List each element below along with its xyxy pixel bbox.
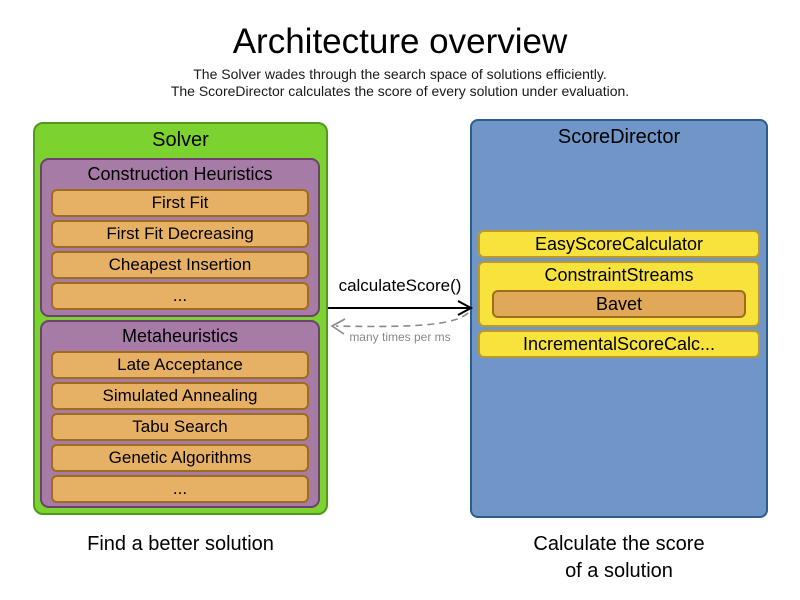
solver-box: Solver Construction Heuristics First Fit… <box>33 122 328 515</box>
easy-score-calculator: EasyScoreCalculator <box>478 230 760 258</box>
solver-title: Solver <box>152 129 209 151</box>
algorithm-item: Cheapest Insertion <box>51 251 309 279</box>
incremental-score-calculator: IncrementalScoreCalc... <box>478 330 760 358</box>
algorithm-item: Tabu Search <box>51 413 309 441</box>
construction-heuristics-panel: Construction Heuristics First Fit First … <box>40 158 320 317</box>
metaheuristics-title: Metaheuristics <box>121 326 239 346</box>
frequency-label: many times per ms <box>349 330 451 344</box>
page-title: Architecture overview <box>232 22 568 61</box>
constraint-streams-title: ConstraintStreams <box>544 265 694 285</box>
calculator-stack: EasyScoreCalculator ConstraintStreams Ba… <box>478 230 760 358</box>
subtitle-line-1: The Solver wades through the search spac… <box>193 66 607 82</box>
algorithm-item: First Fit <box>51 189 309 217</box>
solver-caption: Find a better solution <box>87 533 274 555</box>
score-director-caption: Calculate the score of a solution <box>470 531 768 585</box>
page-subtitle: The Solver wades through the search spac… <box>0 66 800 100</box>
algorithm-item: First Fit Decreasing <box>51 220 309 248</box>
calculate-score-arrow <box>328 300 474 335</box>
score-director-caption-line-1: Calculate the score <box>533 533 705 555</box>
algorithm-item: Genetic Algorithms <box>51 444 309 472</box>
arrow-head-icon <box>457 300 474 316</box>
algorithm-item-ellipsis: ... <box>51 282 309 310</box>
score-director-title: ScoreDirector <box>557 126 681 148</box>
score-director-box: ScoreDirector EasyScoreCalculator Constr… <box>470 119 768 518</box>
subtitle-line-2: The ScoreDirector calculates the score o… <box>170 83 630 99</box>
feedback-arrow-line <box>335 312 469 328</box>
score-director-caption-line-2: of a solution <box>565 560 673 582</box>
metaheuristics-panel: Metaheuristics Late Acceptance Simulated… <box>40 320 320 508</box>
construction-heuristics-title: Construction Heuristics <box>87 164 273 184</box>
algorithm-item: Late Acceptance <box>51 351 309 379</box>
algorithm-item: Simulated Annealing <box>51 382 309 410</box>
feedback-arrow-head-icon <box>330 318 346 335</box>
calculate-score-label: calculateScore() <box>338 276 462 295</box>
constraint-streams: ConstraintStreams Bavet <box>478 261 760 327</box>
algorithm-item-ellipsis: ... <box>51 475 309 503</box>
bavet-impl: Bavet <box>492 290 746 318</box>
